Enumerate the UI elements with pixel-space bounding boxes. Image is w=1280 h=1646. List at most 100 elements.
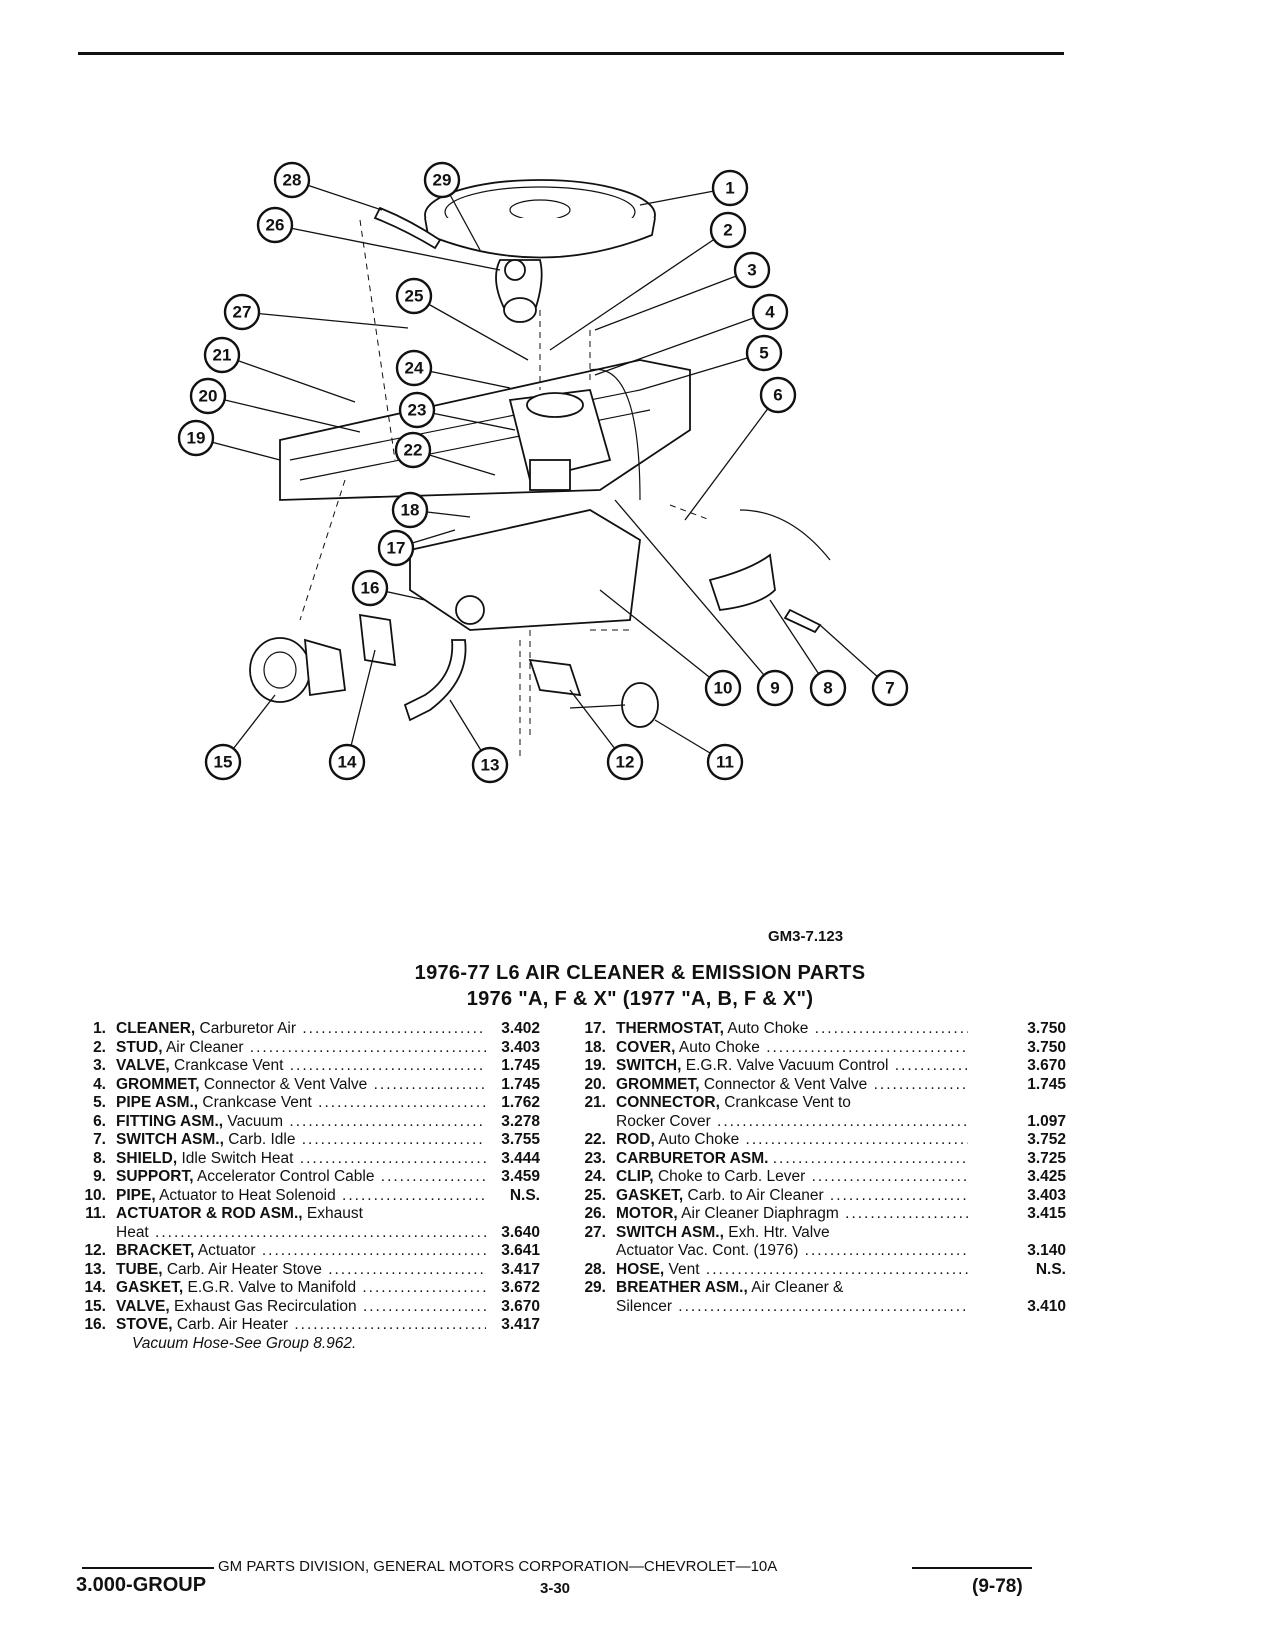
part-row: 18.COVER, Auto Choke ...................… — [576, 1039, 1066, 1058]
leader-line-6 — [684, 394, 779, 521]
dot-leaders: ........................................… — [302, 1020, 486, 1037]
part-description: Vent — [668, 1260, 700, 1278]
air-heater-tube-drawing — [403, 639, 467, 722]
callout-number: 19 — [187, 429, 206, 448]
dot-leaders: ........................................… — [318, 1094, 486, 1111]
hose-drawing — [373, 206, 442, 250]
callout-number: 13 — [481, 756, 500, 775]
leader-line-9 — [614, 499, 776, 689]
part-row: Silencer ...............................… — [576, 1298, 1066, 1317]
callout-number: 29 — [433, 171, 452, 190]
part-number: 3. — [93, 1057, 106, 1074]
dot-leaders: ........................................… — [328, 1260, 486, 1278]
group-code: 1.745 — [1027, 1075, 1066, 1093]
part-number: 26. — [584, 1205, 606, 1222]
part-number: 10. — [84, 1186, 106, 1204]
part-name: PIPE, — [116, 1186, 156, 1204]
dot-leaders: ........................................… — [814, 1020, 968, 1037]
part-row: 25.GASKET, Carb. to Air Cleaner ........… — [576, 1187, 1066, 1206]
part-row: 23.CARBURETOR ASM. .....................… — [576, 1150, 1066, 1169]
part-description: Vacuum — [227, 1112, 284, 1130]
leader-line-2 — [549, 229, 729, 351]
part-row: 1.CLEANER, Carburetor Air ..............… — [76, 1020, 550, 1039]
dot-leaders: ........................................… — [155, 1223, 486, 1241]
leader-line-27 — [241, 311, 409, 329]
footer-group: 3.000-GROUP — [76, 1574, 207, 1596]
part-number: 28. — [584, 1260, 606, 1278]
dot-leaders: ........................................… — [894, 1057, 968, 1074]
part-row: 17.THERMOSTAT, Auto Choke ..............… — [576, 1020, 1066, 1039]
part-name: PIPE ASM., — [116, 1094, 199, 1111]
part-row: Actuator Vac. Cont. (1976) .............… — [576, 1242, 1066, 1261]
part-row: 5.PIPE ASM., Crankcase Vent ............… — [76, 1094, 550, 1113]
group-code: 3.415 — [1027, 1205, 1066, 1222]
part-name: CARBURETOR ASM. — [616, 1149, 769, 1167]
callout-28: 28 — [273, 161, 311, 199]
dot-leaders: ........................................… — [289, 1057, 486, 1074]
part-name: SUPPORT, — [116, 1168, 194, 1185]
part-description: Choke to Carb. Lever — [657, 1168, 806, 1185]
callout-5: 5 — [745, 334, 783, 372]
part-description: Carburetor Air — [199, 1020, 297, 1037]
part-number: 14. — [84, 1279, 106, 1296]
callout-10: 10 — [704, 669, 742, 707]
part-number: 22. — [584, 1131, 606, 1148]
callout-number: 23 — [408, 401, 427, 420]
group-code: 3.750 — [1027, 1020, 1066, 1037]
callout-number: 9 — [770, 679, 779, 698]
dot-leaders: ........................................… — [845, 1205, 968, 1222]
group-code: 3.417 — [501, 1260, 540, 1278]
callout-number: 18 — [401, 501, 420, 520]
parts-illustration — [249, 179, 831, 760]
callout-number: 15 — [214, 753, 233, 772]
part-description: Air Cleaner — [165, 1038, 244, 1056]
part-name: SWITCH ASM., — [116, 1131, 224, 1148]
callout-2: 2 — [709, 211, 747, 249]
callout-number: 16 — [361, 579, 380, 598]
callout-18: 18 — [391, 491, 429, 529]
part-row: 13.TUBE, Carb. Air Heater Stove ........… — [76, 1261, 550, 1280]
engine-block-drawing — [279, 359, 691, 501]
leader-line-20 — [207, 395, 361, 433]
part-row: 24.CLIP, Choke to Carb. Lever ..........… — [576, 1168, 1066, 1187]
callout-9: 9 — [756, 669, 794, 707]
group-code: 3.640 — [501, 1223, 540, 1241]
part-row: 6.FITTING ASM., Vacuum .................… — [76, 1113, 550, 1132]
part-row: 7.SWITCH ASM., Carb. Idle ..............… — [76, 1131, 550, 1150]
part-name: VALVE, — [116, 1297, 170, 1315]
part-description: Auto Choke — [727, 1020, 809, 1037]
group-code: 1.097 — [1027, 1112, 1066, 1130]
dot-leaders: ........................................… — [717, 1112, 968, 1130]
part-description: E.G.R. Valve Vacuum Control — [685, 1057, 889, 1074]
part-name: BRACKET, — [116, 1242, 195, 1259]
part-description: Carb. to Air Cleaner — [687, 1186, 824, 1204]
leader-line-3 — [594, 269, 753, 331]
dot-leaders: ........................................… — [745, 1131, 969, 1148]
part-row: 20.GROMMET, Connector & Vent Valve .....… — [576, 1076, 1066, 1095]
part-name: SWITCH ASM., — [616, 1223, 724, 1241]
callout-27: 27 — [223, 293, 261, 331]
idle-switch-drawing — [783, 608, 822, 634]
part-description: Actuator to Heat Solenoid — [159, 1186, 336, 1204]
part-name: GASKET, — [116, 1279, 184, 1296]
egr-valve-drawing — [249, 637, 311, 703]
part-number: 9. — [93, 1168, 106, 1185]
part-description: Accelerator Control Cable — [196, 1168, 375, 1185]
part-description: Connector & Vent Valve — [703, 1075, 868, 1093]
top-rule — [78, 52, 1064, 55]
part-name: FITTING ASM., — [116, 1112, 224, 1130]
footer-date: (9-78) — [972, 1576, 1023, 1597]
part-name: STOVE, — [116, 1316, 173, 1333]
manifold-drawing — [409, 509, 641, 631]
part-name: TUBE, — [116, 1260, 163, 1278]
part-name: CONNECTOR, — [616, 1094, 720, 1111]
part-number: 16. — [84, 1316, 106, 1333]
callout-20: 20 — [189, 377, 227, 415]
vacuum-hose-note: Vacuum Hose-See Group 8.962. — [132, 1334, 357, 1352]
dot-leaders: ........................................… — [342, 1186, 486, 1204]
part-number: 20. — [584, 1075, 606, 1093]
part-description: Actuator Vac. Cont. (1976) — [616, 1242, 799, 1259]
part-description: Crankcase Vent — [174, 1057, 284, 1074]
part-number: 18. — [584, 1038, 606, 1056]
